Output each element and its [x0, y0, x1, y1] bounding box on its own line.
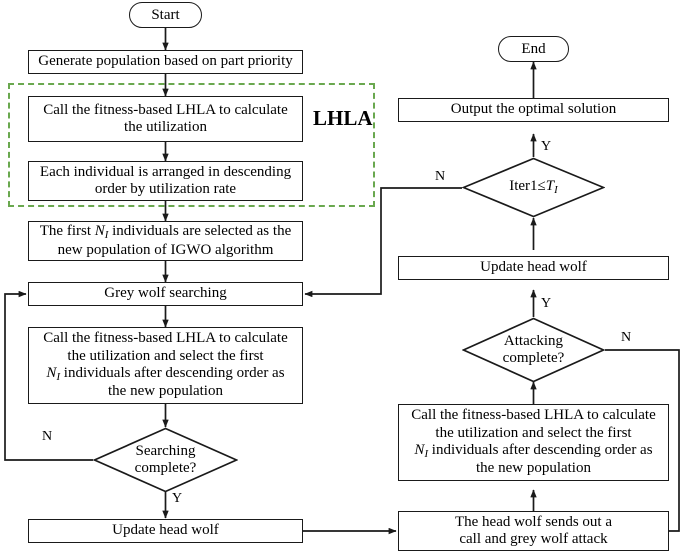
ni-text-right-b: individuals after descending order as: [428, 441, 653, 458]
node-call-lhla-left[interactable]: Call the fitness-based LHLA to calculate…: [28, 327, 303, 404]
ni-var: N: [94, 223, 105, 240]
node-update-head-wolf-right-label: Update head wolf: [480, 259, 587, 276]
node-generate-population[interactable]: Generate population based on part priori…: [28, 50, 303, 74]
node-call-lhla-left-line4: the new population: [108, 383, 223, 400]
node-call-lhla-top-line2: the utilization: [124, 119, 207, 135]
node-head-wolf-call-line2: call and grey wolf attack: [459, 531, 608, 547]
node-call-lhla-top[interactable]: Call the fitness-based LHLA to calculate…: [28, 96, 303, 142]
node-first-ni-selected-line1: The first NI individuals are selected as…: [40, 223, 291, 242]
node-end-label: End: [521, 40, 546, 57]
node-start-label: Start: [151, 6, 180, 23]
node-descending-order-line1: Each individual is arranged in descendin…: [39, 163, 292, 180]
node-end[interactable]: End: [498, 36, 569, 62]
node-call-lhla-left-line1: Call the fitness-based LHLA to calculate: [43, 330, 288, 347]
iter-var: T: [545, 178, 555, 195]
iter-text-a: Iter1≤: [509, 178, 546, 195]
node-output-solution-label: Output the optimal solution: [450, 101, 617, 118]
node-call-lhla-left-line2: the utilization and select the first: [67, 347, 264, 364]
node-first-ni-selected[interactable]: The first NI individuals are selected as…: [28, 221, 303, 261]
lhla-group-box: [8, 83, 375, 207]
node-descending-order-line2: order by utilization rate: [94, 181, 237, 197]
ni-var-right: N: [414, 441, 425, 458]
edge-label-searching-no: N: [42, 429, 53, 444]
node-call-lhla-right-line1: Call the fitness-based LHLA to calculate: [411, 407, 656, 424]
node-attacking-complete[interactable]: Attacking complete?: [462, 317, 605, 383]
ni-sub-left: I: [56, 370, 61, 383]
node-call-lhla-right-line3: NI individuals after descending order as: [414, 442, 652, 461]
edge-label-searching-yes: Y: [172, 491, 183, 506]
searching-line1: Searching: [135, 443, 196, 460]
node-update-head-wolf-right[interactable]: Update head wolf: [398, 256, 669, 280]
node-attacking-complete-label: Attacking complete?: [503, 333, 565, 367]
node-update-head-wolf-left-label: Update head wolf: [112, 522, 219, 539]
node-iter-check[interactable]: Iter1≤TI: [462, 157, 605, 218]
node-update-head-wolf-left[interactable]: Update head wolf: [28, 519, 303, 543]
node-call-lhla-right-line2: the utilization and select the first: [435, 424, 632, 441]
iter-sub: I: [554, 184, 558, 197]
edge-label-iter-no: N: [435, 169, 446, 184]
lhla-group-label: LHLA: [313, 106, 373, 130]
node-searching-complete[interactable]: Searching complete?: [93, 427, 238, 493]
node-call-lhla-right-line4: the new population: [476, 460, 591, 477]
node-head-wolf-call[interactable]: The head wolf sends out a call and grey …: [398, 511, 669, 551]
node-start[interactable]: Start: [129, 2, 202, 28]
node-head-wolf-call-line1: The head wolf sends out a: [454, 513, 613, 530]
node-call-lhla-left-line3: NI individuals after descending order as: [46, 365, 284, 384]
edge-label-attacking-yes: Y: [541, 296, 552, 311]
searching-line2: complete?: [134, 460, 197, 476]
node-generate-population-label: Generate population based on part priori…: [38, 53, 293, 70]
edge-label-iter-yes: Y: [541, 139, 552, 154]
node-descending-order[interactable]: Each individual is arranged in descendin…: [28, 161, 303, 201]
attacking-line1: Attacking: [503, 333, 564, 350]
edge-label-attacking-no: N: [621, 330, 632, 345]
node-iter-check-label: Iter1≤TI: [509, 178, 558, 196]
ni-sub-right: I: [424, 447, 429, 460]
node-call-lhla-right[interactable]: Call the fitness-based LHLA to calculate…: [398, 404, 669, 481]
node-first-ni-selected-line2: new population of IGWO algorithm: [57, 241, 274, 258]
ni-text-a: The first: [39, 223, 95, 240]
ni-sub: I: [104, 229, 109, 242]
node-searching-complete-label: Searching complete?: [135, 443, 197, 477]
node-call-lhla-top-line1: Call the fitness-based LHLA to calculate: [43, 101, 288, 118]
node-output-solution[interactable]: Output the optimal solution: [398, 98, 669, 122]
attacking-line2: complete?: [502, 350, 565, 366]
ni-text-left-b: individuals after descending order as: [60, 364, 285, 381]
node-grey-wolf-searching[interactable]: Grey wolf searching: [28, 282, 303, 306]
node-grey-wolf-searching-label: Grey wolf searching: [104, 285, 227, 302]
ni-var-left: N: [46, 364, 57, 381]
ni-text-b: individuals are selected as the: [108, 223, 292, 240]
